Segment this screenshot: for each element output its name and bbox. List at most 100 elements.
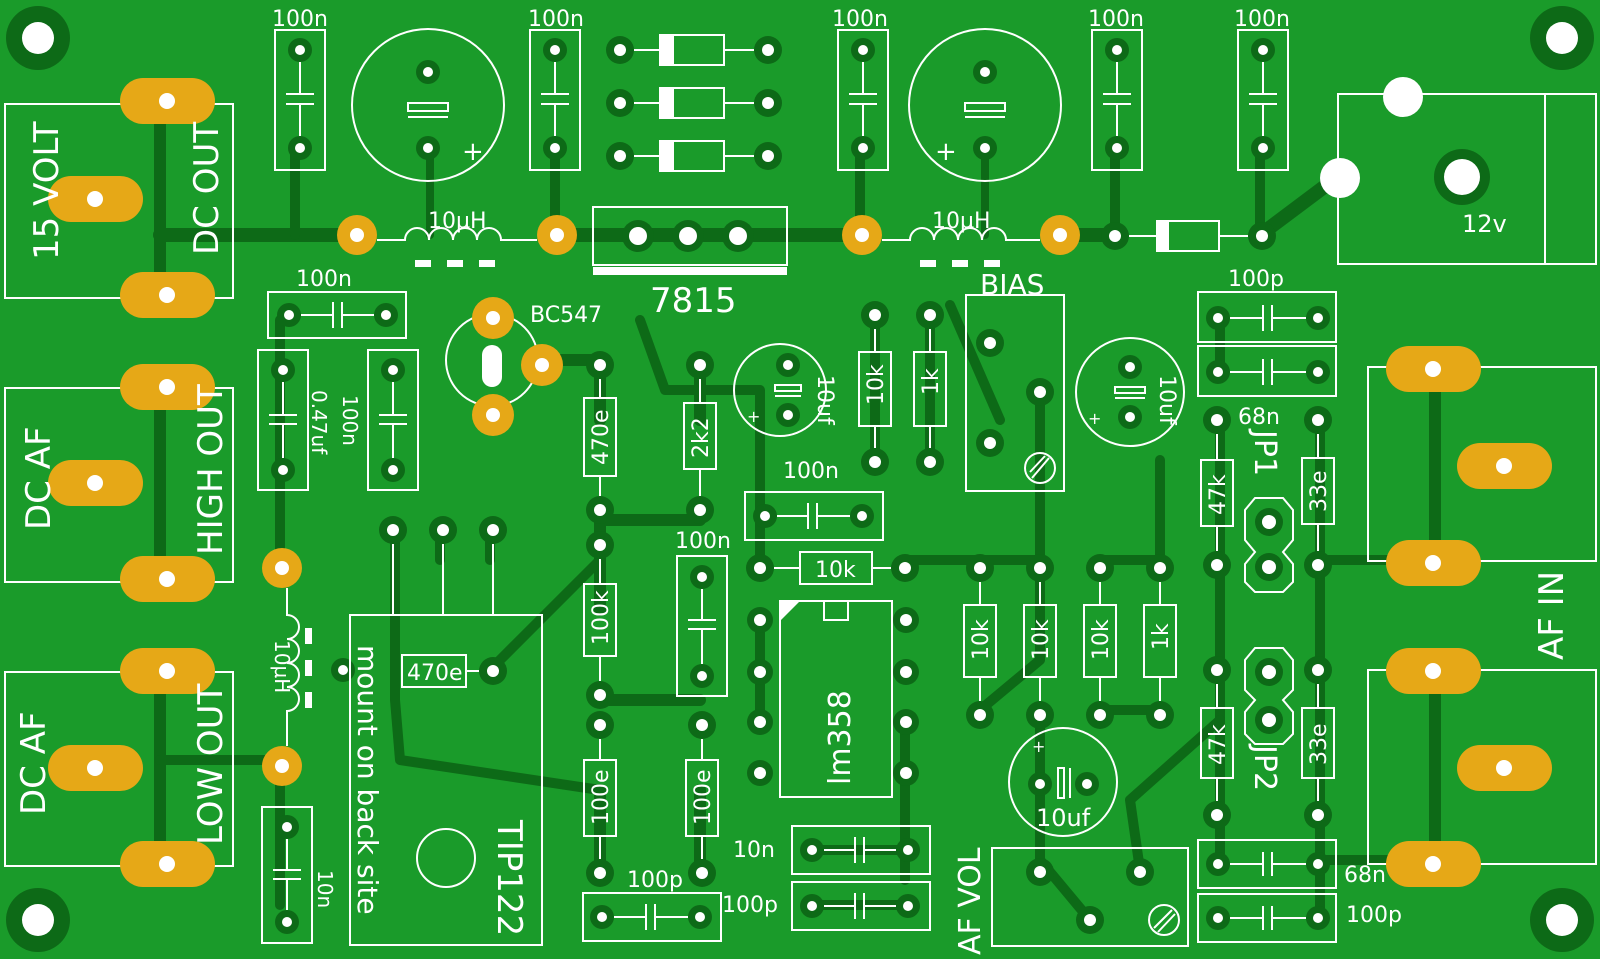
resistor-2k2: 2k2 [683, 351, 717, 524]
cap-10uf-2: + 10uf [1075, 337, 1185, 447]
svg-text:+: + [462, 137, 484, 167]
label-470e-2: 470e [407, 661, 463, 686]
label-lowout: LOW OUT [191, 683, 231, 845]
label-af-in: AF IN [1532, 571, 1572, 660]
label-lm358: lm358 [823, 690, 858, 785]
label-33e-1: 33e [1307, 470, 1332, 512]
label-bias: BIAS [980, 268, 1044, 301]
label-10uf-2: 10uf [1154, 375, 1179, 426]
svg-text:+: + [1088, 409, 1101, 428]
transistor-bc547: BC547 [445, 297, 602, 436]
label-100p-3: 100p [722, 893, 778, 918]
label-47k-1: 47k [1206, 474, 1231, 515]
cap-100n-top-5: 100n [1234, 7, 1290, 171]
inductor-10uh-3: 10µH [262, 548, 355, 786]
diode-power [1101, 220, 1276, 252]
connector-dcaf-low: DC AF LOW OUT [4, 648, 234, 887]
label-highout: HIGH OUT [191, 384, 231, 555]
label-jp1: JP1 [1247, 428, 1282, 476]
label-470e-1: 470e [589, 409, 614, 465]
label-1k-2: 1k [1149, 623, 1174, 650]
label-cap-100n-4: 100n [1088, 7, 1144, 32]
resistor-group-right-top: 47k 33e 68n JP1 [1200, 405, 1335, 593]
label-cap-100n-2: 100n [528, 7, 584, 32]
pot-af-vol: AF VOL [953, 847, 1189, 955]
mounting-holes [6, 6, 1594, 952]
cap-100p-right-bottom: 68n 100p [1197, 839, 1402, 943]
cap-100p-right-pair: 100p [1197, 267, 1337, 397]
connector-dcaf-high: DC AF HIGH OUT [4, 364, 234, 602]
label-dcaf-2: DC AF [14, 711, 54, 815]
label-ind-10uh-1: 10µH [428, 209, 487, 234]
resistor-1k-1: 1k [913, 301, 947, 476]
label-cap-100n-1: 100n [272, 7, 328, 32]
pads-tip-pins [379, 516, 507, 615]
resistor-470e-1: 470e [583, 351, 617, 524]
cap-10uf-3: + 10uf [1008, 727, 1118, 837]
label-100k: 100k [589, 590, 614, 645]
label-tip122: TIP122 [489, 819, 529, 936]
connector-15volt: 15 VOLT DC OUT [4, 78, 234, 318]
label-10n-1: 10n [733, 838, 775, 863]
label-cap-100n-5: 100n [1234, 7, 1290, 32]
cap-100n-vert: 100n [338, 349, 419, 491]
label-dcout: DC OUT [187, 122, 227, 255]
label-100n-mid: 100n [675, 529, 731, 554]
label-047uf: 0.47uf [307, 390, 331, 455]
resistor-470e-2: 470e [401, 654, 507, 688]
inductor-10uh-1: 10µH [337, 209, 577, 267]
label-47k-2: 47k [1206, 724, 1231, 765]
cap-100p-bottom-mid: 100p [582, 868, 722, 942]
label-68n-2: 68n [1344, 863, 1386, 888]
diodes-top [606, 34, 782, 172]
label-bc547: BC547 [530, 303, 602, 328]
cap-10n-bottom-left: 10n [261, 806, 337, 944]
label-100n-mid2: 100n [783, 459, 839, 484]
label-cap-100n-left: 100n [296, 267, 352, 292]
label-1k-1: 1k [919, 368, 944, 395]
resistor-10k-1: 10k [858, 301, 892, 476]
label-dcaf-1: DC AF [19, 426, 59, 530]
transistor-tip122: mount on back site TIP122 [349, 614, 543, 946]
cap-047uf: 0.47uf [257, 349, 331, 491]
label-10k-5: 10k [1089, 619, 1114, 660]
label-33e-2: 33e [1307, 723, 1332, 765]
label-15volt: 15 VOLT [27, 121, 67, 260]
label-10n-2: 10n [313, 870, 337, 908]
cap-100n-top-1: 100n [272, 7, 328, 171]
svg-text:+: + [935, 137, 957, 167]
cap-100n-top-3: 100n [832, 7, 889, 171]
resistor-100e-1: 100e [583, 711, 617, 887]
ic-lm358: lm358 [747, 600, 919, 798]
label-10k-2: 10k [815, 558, 856, 583]
svg-text:+: + [747, 407, 760, 426]
inductor-10uh-2: 10µH [842, 209, 1080, 267]
label-ind-10uh-3: 10µH [270, 640, 294, 693]
cap-100n-top-4: 100n [1088, 7, 1144, 171]
label-100p-1: 100p [1228, 267, 1284, 292]
label-10k-4: 10k [1029, 619, 1054, 660]
label-10uf-1: 10uf [812, 375, 837, 426]
label-mount-note: mount on back site [351, 645, 384, 915]
label-10k-1: 10k [864, 364, 889, 405]
cap-100n-top-2: 100n [528, 7, 584, 171]
label-af-vol: AF VOL [953, 847, 988, 955]
label-cap-100n-3: 100n [832, 7, 888, 32]
cap-electrolytic-top-1: + [351, 28, 505, 182]
resistor-group-right-bottom: 47k 33e JP2 [1200, 647, 1335, 829]
label-2k2: 2k2 [689, 417, 714, 458]
resistor-10k-2: 10k [746, 551, 919, 585]
label-100p-2: 100p [627, 868, 683, 893]
connector-12v: 12v [1320, 77, 1597, 265]
label-ind-10uh-2: 10µH [932, 209, 991, 234]
cap-100n-mid: 100n [675, 529, 731, 697]
cap-100n-left: 100n [267, 267, 407, 339]
label-100n-vert: 100n [338, 395, 362, 446]
label-10uf-3: 10uf [1036, 804, 1091, 832]
label-100p-4: 100p [1346, 903, 1402, 928]
label-100e-1: 100e [589, 769, 614, 825]
resistor-100k: 100k [583, 531, 617, 709]
label-10k-3: 10k [969, 619, 994, 660]
cap-electrolytic-top-2: + [908, 28, 1062, 182]
trimmer-bias: BIAS [965, 268, 1065, 492]
